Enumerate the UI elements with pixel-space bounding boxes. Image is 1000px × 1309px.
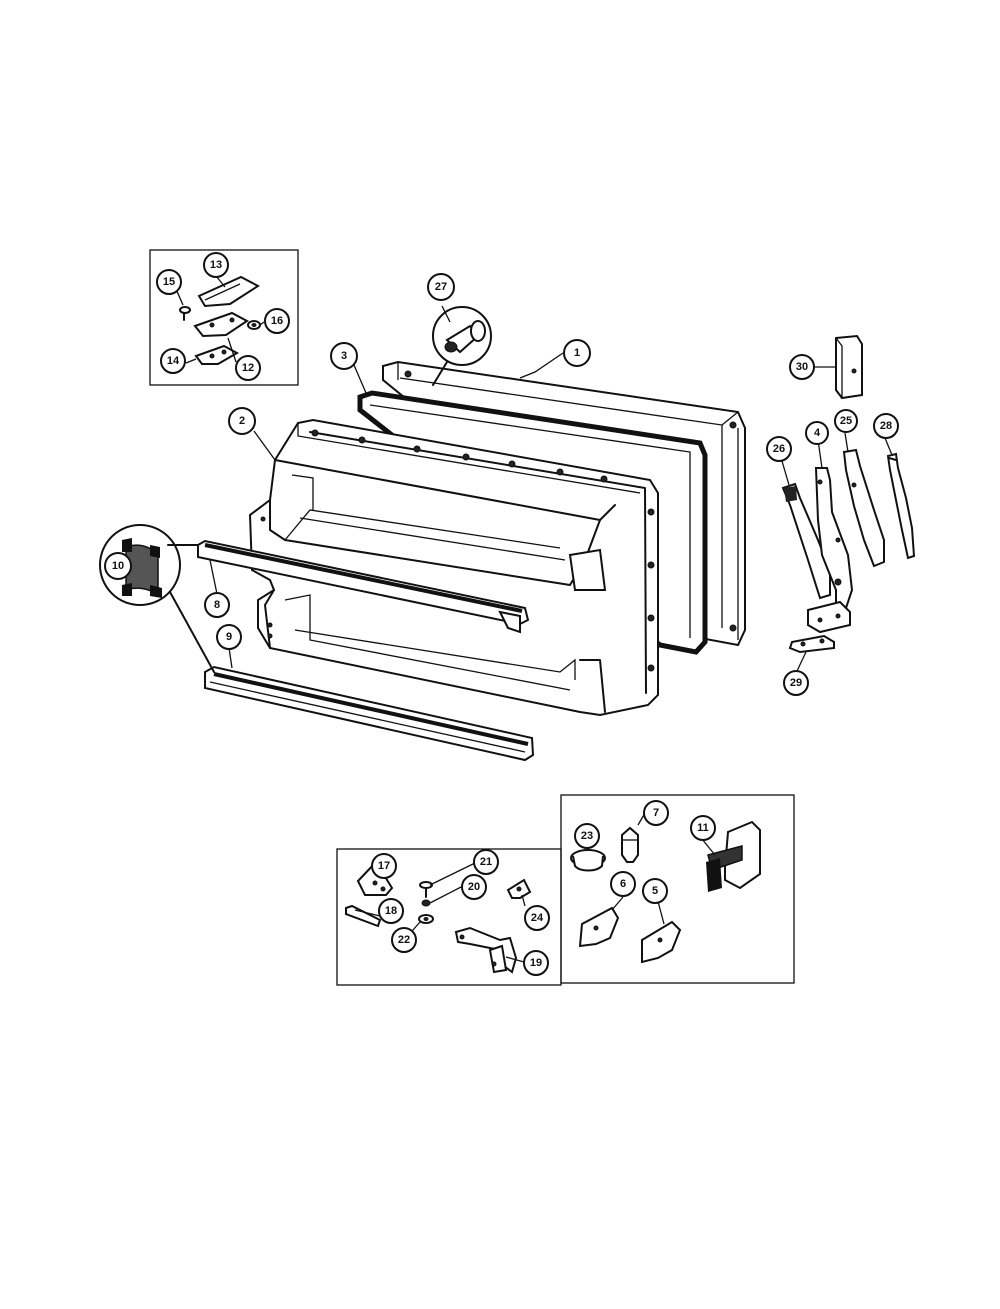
callout-3: 3 bbox=[330, 342, 358, 370]
callout-2-label: 2 bbox=[239, 415, 245, 427]
callout-14-label: 14 bbox=[167, 355, 180, 367]
part-16-washer bbox=[247, 320, 261, 330]
part-6-trim bbox=[578, 906, 620, 948]
callout-22-label: 22 bbox=[398, 934, 410, 946]
part-5-trim bbox=[641, 920, 682, 964]
callout-21-label: 21 bbox=[480, 856, 492, 868]
callout-18-label: 18 bbox=[385, 905, 397, 917]
callout-25: 25 bbox=[834, 409, 858, 433]
part-21-bolt bbox=[419, 881, 433, 898]
callout-11-label: 11 bbox=[697, 822, 709, 834]
callout-5: 5 bbox=[642, 878, 668, 904]
callout-14: 14 bbox=[160, 348, 186, 374]
part-13-cap bbox=[197, 275, 260, 308]
inset-box-bottom-right bbox=[560, 794, 795, 984]
part-27-plug-detail bbox=[432, 306, 492, 386]
callout-5-label: 5 bbox=[652, 885, 658, 897]
part-9-lower-shelf-bar bbox=[204, 665, 535, 762]
callout-27: 27 bbox=[427, 273, 455, 301]
callout-30-label: 30 bbox=[796, 361, 808, 373]
part-8-shelf-bar bbox=[197, 539, 530, 634]
callout-15-label: 15 bbox=[163, 276, 175, 288]
callout-16: 16 bbox=[264, 308, 290, 334]
part-25-hinge-cover bbox=[842, 448, 885, 568]
callout-6-label: 6 bbox=[620, 878, 626, 890]
callout-16-label: 16 bbox=[271, 315, 283, 327]
part-2-door-liner bbox=[248, 418, 659, 717]
callout-8-label: 8 bbox=[214, 599, 220, 611]
callout-19-label: 19 bbox=[530, 957, 542, 969]
callout-4-label: 4 bbox=[814, 427, 821, 439]
callout-12-label: 12 bbox=[242, 362, 254, 374]
callout-29-label: 29 bbox=[790, 677, 802, 689]
part-14-shim-plate bbox=[194, 344, 240, 365]
callout-1: 1 bbox=[563, 339, 591, 367]
callout-26: 26 bbox=[766, 436, 792, 462]
callout-22: 22 bbox=[391, 927, 417, 953]
callout-10-label: 10 bbox=[112, 560, 124, 572]
part-22-washer bbox=[418, 914, 434, 924]
callout-24: 24 bbox=[524, 905, 550, 931]
callout-26-label: 26 bbox=[773, 443, 785, 455]
part-4-hinge-bracket bbox=[807, 467, 854, 634]
callout-2: 2 bbox=[228, 407, 256, 435]
callout-9: 9 bbox=[216, 624, 242, 650]
callout-24-label: 24 bbox=[531, 912, 544, 924]
callout-27-label: 27 bbox=[435, 281, 447, 293]
part-15-screw bbox=[179, 306, 191, 321]
callout-6: 6 bbox=[610, 871, 636, 897]
callout-19: 19 bbox=[523, 950, 549, 976]
inset-box-bottom-left bbox=[336, 848, 562, 986]
callout-12: 12 bbox=[235, 355, 261, 381]
callout-13: 13 bbox=[203, 252, 229, 278]
part-19-hinge bbox=[454, 926, 518, 974]
callout-28: 28 bbox=[873, 413, 899, 439]
callout-11: 11 bbox=[690, 815, 716, 841]
part-26-hinge-pin bbox=[781, 482, 831, 600]
callout-9-label: 9 bbox=[226, 631, 232, 643]
callout-17-label: 17 bbox=[378, 860, 390, 872]
callout-3-label: 3 bbox=[341, 350, 347, 362]
part-10-detail-circle bbox=[99, 524, 215, 673]
part-18-shim bbox=[345, 904, 382, 928]
part-12-hinge-plate bbox=[193, 311, 249, 338]
part-30-handle-cap bbox=[835, 334, 863, 400]
callout-7-label: 7 bbox=[653, 807, 659, 819]
callout-23: 23 bbox=[574, 823, 600, 849]
callout-30: 30 bbox=[789, 354, 815, 380]
inset-box-top-left bbox=[149, 249, 299, 386]
callout-13-label: 13 bbox=[210, 259, 222, 271]
part-23-cap bbox=[570, 849, 606, 872]
part-11-handle bbox=[706, 820, 761, 892]
callout-18: 18 bbox=[378, 898, 404, 924]
callout-1-label: 1 bbox=[574, 347, 580, 359]
callout-15: 15 bbox=[156, 269, 182, 295]
part-24-clip bbox=[506, 878, 532, 899]
callout-21: 21 bbox=[473, 849, 499, 875]
part-29-shim bbox=[788, 634, 835, 654]
callout-8: 8 bbox=[204, 592, 230, 618]
part-7-bumper bbox=[621, 826, 639, 863]
callout-23-label: 23 bbox=[581, 830, 593, 842]
callout-7: 7 bbox=[643, 800, 669, 826]
callout-20: 20 bbox=[461, 874, 487, 900]
part-20-spacer bbox=[421, 899, 431, 907]
part-28-trim-strip bbox=[886, 452, 916, 560]
callout-20-label: 20 bbox=[468, 881, 480, 893]
callout-17: 17 bbox=[371, 853, 397, 879]
callout-10: 10 bbox=[104, 552, 132, 580]
callout-4: 4 bbox=[805, 421, 829, 445]
callout-25-label: 25 bbox=[840, 415, 852, 427]
callout-29: 29 bbox=[783, 670, 809, 696]
callout-28-label: 28 bbox=[880, 420, 892, 432]
